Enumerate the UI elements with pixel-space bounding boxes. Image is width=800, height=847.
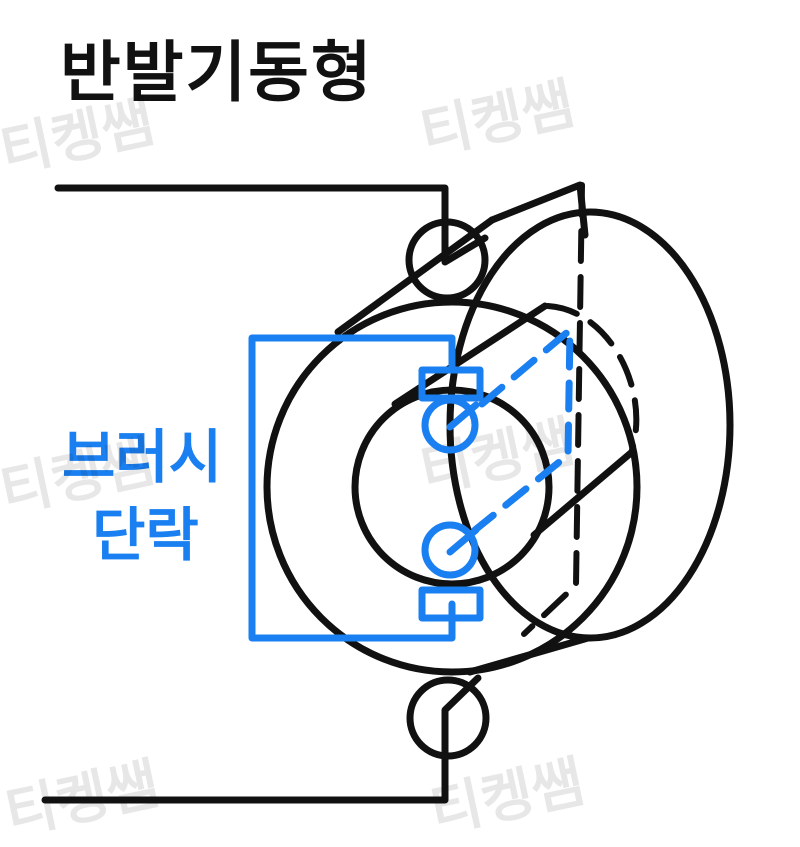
brush-hidden-path (471, 322, 574, 534)
lower-brush (418, 586, 484, 622)
short-circuit-wire (248, 334, 456, 642)
lower-commutator-contact (421, 521, 479, 579)
rotor-bottom-edge (530, 448, 636, 539)
top-terminal (405, 218, 489, 302)
brush-label-line1: 브러시 (62, 423, 223, 491)
upper-contact-lead (446, 401, 480, 431)
upper-commutator-contact (421, 396, 479, 454)
stator-bottom-edge (466, 634, 592, 676)
stator-outer (263, 298, 641, 676)
top-supply-line (54, 184, 489, 266)
stator-top-edge (334, 216, 496, 336)
hidden-rotor-arc (545, 303, 640, 453)
rotor (351, 386, 553, 588)
brush-label-line2: 단락 (92, 501, 199, 569)
diagram-title: 반발기동형 (60, 34, 374, 111)
bottom-terminal (406, 676, 490, 760)
lower-contact-lead (446, 526, 480, 556)
hidden-rear-line (521, 182, 585, 637)
